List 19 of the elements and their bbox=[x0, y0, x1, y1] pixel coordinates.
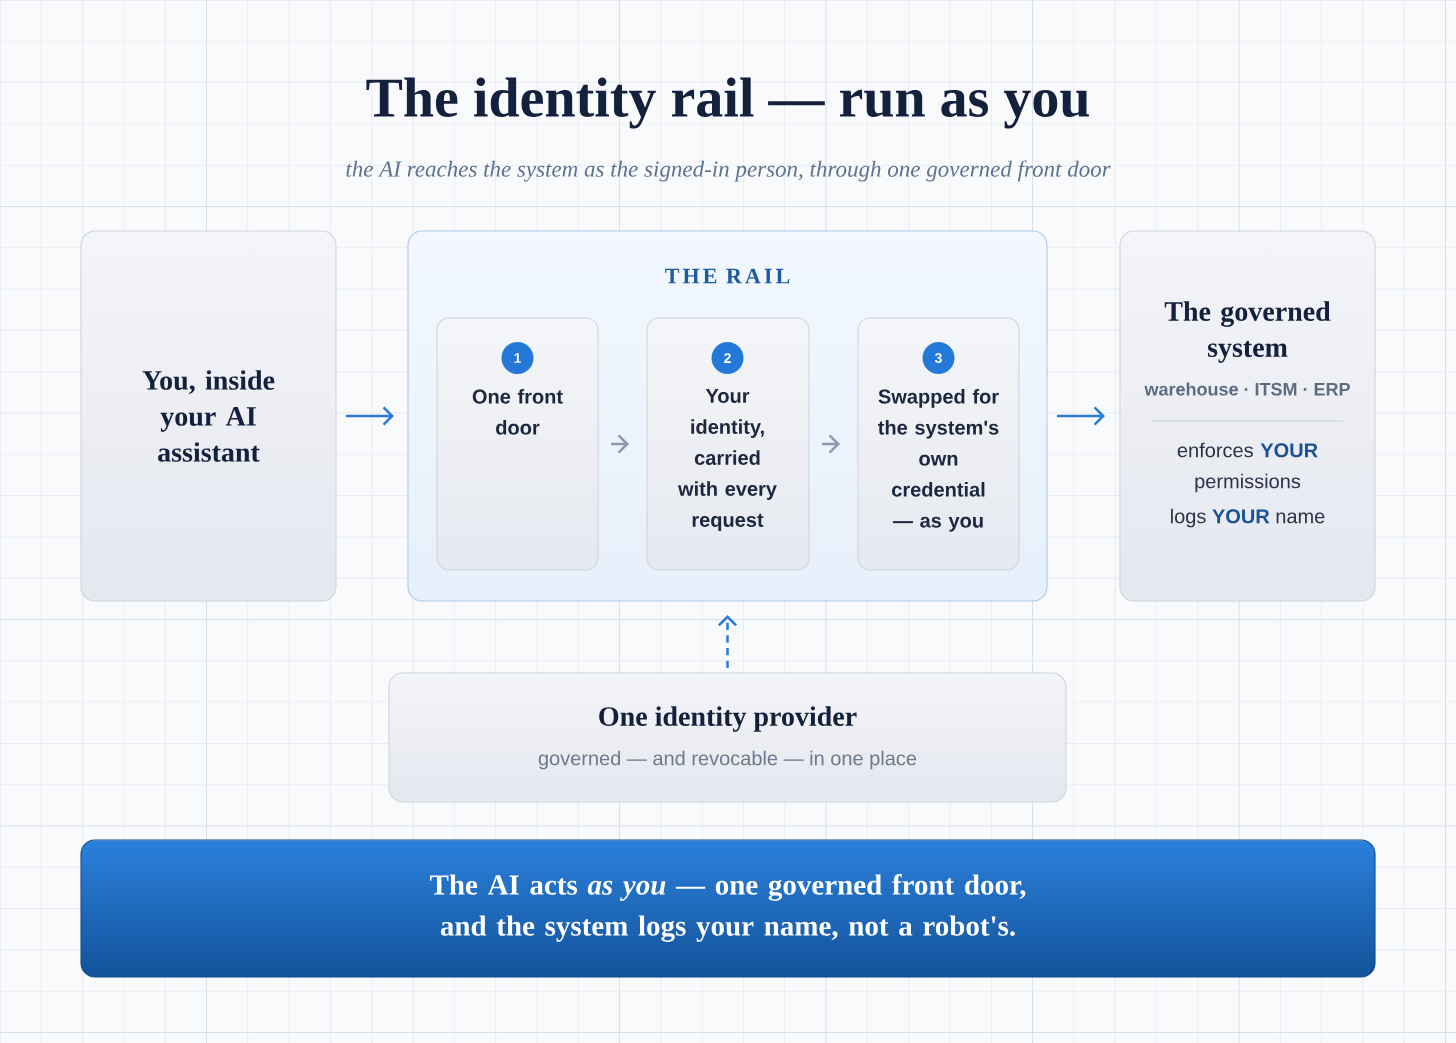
number-badge: 3 bbox=[922, 342, 955, 374]
number-badge: 2 bbox=[711, 342, 744, 374]
step-text: One front door bbox=[472, 389, 563, 435]
subtitle: the AI reaches the system as the signed-in person, through one governed front door bbox=[346, 160, 1111, 182]
card-subtitle: warehouse · ITSM · ERP bbox=[1144, 382, 1350, 396]
panel-title: THE RAIL bbox=[665, 268, 790, 284]
step-text: Your identity, carried with every request bbox=[678, 389, 777, 531]
banner-text: The AI acts as you — one governed front door, and the system logs your name, not a robot's. bbox=[430, 874, 1026, 942]
card-title: One identity provider bbox=[599, 706, 857, 732]
card-subtitle: governed — and revocable — in one place bbox=[538, 750, 917, 770]
title: The identity rail — run as you bbox=[366, 77, 1089, 129]
dashed-arrow bbox=[717, 615, 738, 668]
arrow bbox=[346, 406, 394, 426]
card-title: You, inside your AI assistant bbox=[142, 370, 275, 462]
number-badge: 1 bbox=[501, 342, 534, 374]
step-text: Swapped for the system's own credential — as you bbox=[878, 389, 999, 532]
arrow bbox=[1057, 406, 1105, 426]
card-title: The governed system bbox=[1164, 301, 1331, 363]
body-text: logs YOUR name bbox=[1171, 508, 1325, 528]
